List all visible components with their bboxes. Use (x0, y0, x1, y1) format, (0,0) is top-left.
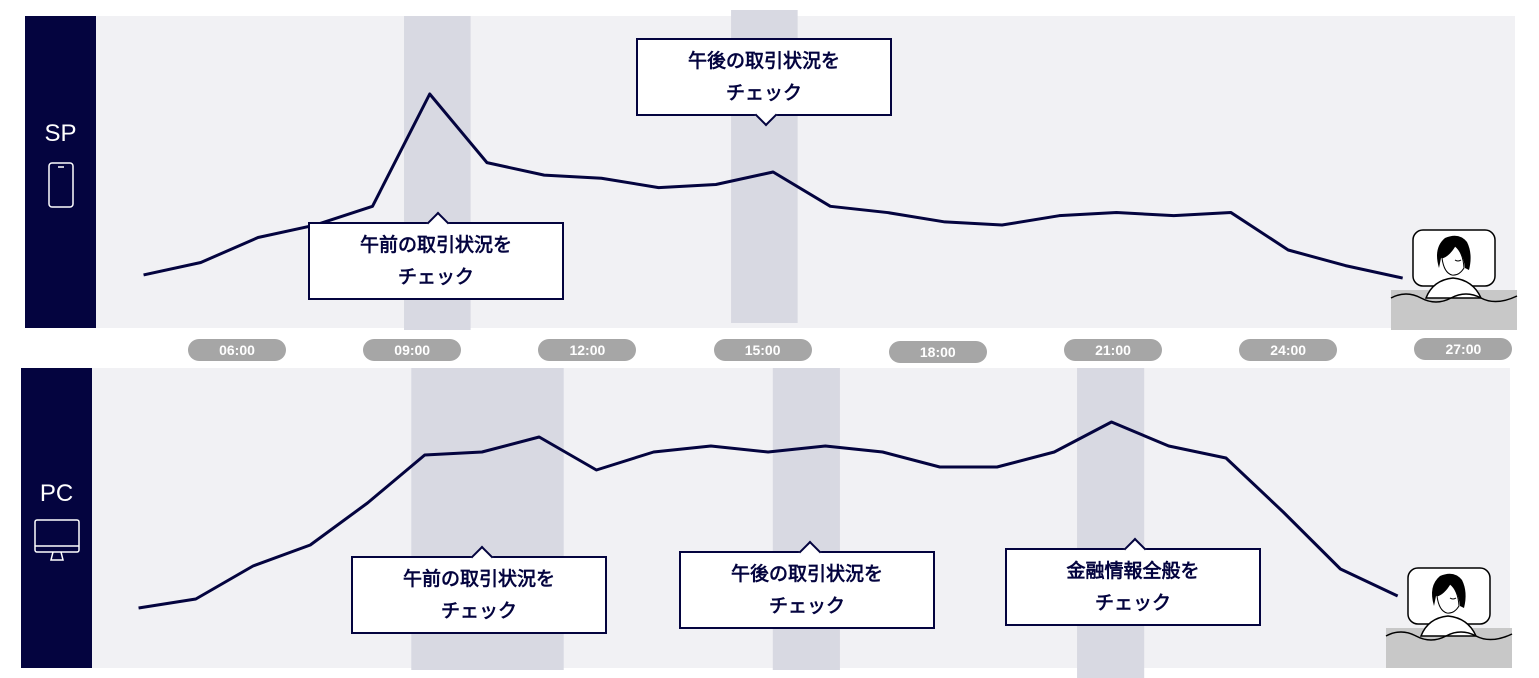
sp-callout-afternoon: 午後の取引状況を チェック (636, 38, 892, 127)
sp-callout-morning: 午前の取引状況を チェック (308, 211, 564, 300)
callout-text: チェック (440, 600, 517, 622)
sleeping-person-icon (1412, 229, 1496, 299)
pc-callout-evening: 金融情報全般を チェック (1005, 537, 1261, 626)
x-tick-label: 09:00 (363, 339, 462, 361)
x-tick-label: 21:00 (1064, 339, 1162, 361)
callout-text: 午後の取引状況を (687, 50, 840, 72)
smartphone-icon (48, 162, 74, 208)
x-tick-label: 06:00 (188, 339, 286, 361)
highlight-band (1077, 368, 1145, 678)
callout-text: チェック (397, 266, 474, 288)
sleeping-person-icon (1407, 567, 1491, 637)
pc-sidebar: PC (21, 368, 92, 668)
x-tick-label: 27:00 (1414, 338, 1513, 360)
callout-text: 金融情報全般を (1066, 560, 1200, 582)
x-tick-label: 15:00 (713, 339, 812, 361)
blanket-edge (1385, 631, 1513, 641)
x-tick-label: 12:00 (538, 339, 637, 361)
desktop-monitor-icon (34, 519, 80, 561)
callout-text: チェック (768, 595, 845, 617)
callout-text: 午後の取引状況を (730, 563, 883, 585)
x-tick-label: 18:00 (888, 341, 987, 363)
callout-text: 午前の取引状況を (402, 568, 555, 590)
x-tick-label: 24:00 (1239, 339, 1338, 361)
callout-text: チェック (725, 82, 802, 104)
pc-label: PC (39, 480, 74, 507)
blanket-edge (1390, 293, 1518, 303)
pc-callout-morning: 午前の取引状況を チェック (351, 545, 607, 634)
callout-text: チェック (1094, 592, 1171, 614)
callout-text: 午前の取引状況を (359, 234, 512, 256)
pc-callout-afternoon: 午後の取引状況を チェック (679, 540, 935, 629)
sp-sidebar: SP (25, 16, 96, 328)
sp-label: SP (44, 120, 77, 147)
